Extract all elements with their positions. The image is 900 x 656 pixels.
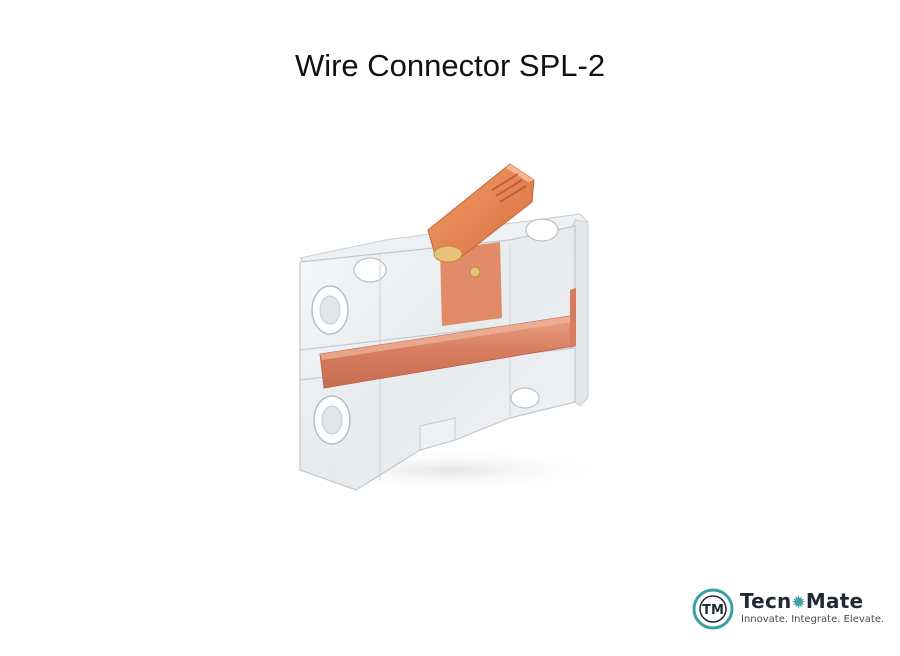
svg-text:TM: TM (702, 603, 724, 618)
clamp-plate (440, 242, 502, 326)
wire-hole (510, 387, 540, 409)
wire-connector-image (290, 163, 610, 492)
brand-tagline: Innovate. Integrate. Elevate. (741, 614, 885, 625)
tecnomate-logo-icon: TM (692, 588, 734, 630)
wire-hole (353, 257, 387, 283)
gear-icon: ✹ (791, 593, 806, 613)
brand-block: TM Tecn✹Mate Innovate. Integrate. Elevat… (692, 588, 892, 636)
lever (427, 163, 535, 278)
page-title: Wire Connector SPL-2 (294, 48, 606, 83)
brand-name: Tecn✹Mate (740, 589, 864, 613)
wire-hole (525, 218, 559, 242)
